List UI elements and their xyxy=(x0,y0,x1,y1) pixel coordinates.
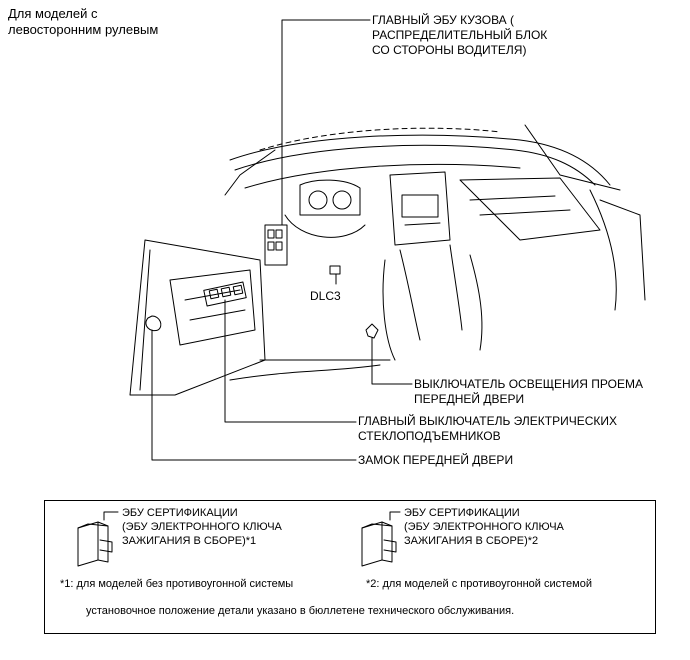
legend-footnote: установочное положение детали указано в … xyxy=(86,605,515,617)
legend-box xyxy=(44,500,656,634)
ecu-label-1: ЭБУ СЕРТИФИКАЦИИ (ЭБУ ЭЛЕКТРОННОГО КЛЮЧА… xyxy=(122,507,282,547)
legend-note-2: *2: для моделей с противоугонной системо… xyxy=(366,578,592,590)
door-courtesy-switch-callout: ВЫКЛЮЧАТЕЛЬ ОСВЕЩЕНИЯ ПРОЕМА ПЕРЕДНЕЙ ДВ… xyxy=(414,377,643,406)
ecu-label-2: ЭБУ СЕРТИФИКАЦИИ (ЭБУ ЭЛЕКТРОННОГО КЛЮЧА… xyxy=(404,507,564,547)
dlc3-callout: DLC3 xyxy=(310,289,341,303)
front-door-lock-callout: ЗАМОК ПЕРЕДНЕЙ ДВЕРИ xyxy=(358,453,514,467)
page-title: Для моделей с левосторонним рулевым xyxy=(8,6,159,37)
main-body-ecu-callout: ГЛАВНЫЙ ЭБУ КУЗОВА ( РАСПРЕДЕЛИТЕЛЬНЫЙ Б… xyxy=(372,13,548,57)
power-window-switch-callout: ГЛАВНЫЙ ВЫКЛЮЧАТЕЛЬ ЭЛЕКТРИЧЕСКИХ СТЕКЛО… xyxy=(358,414,617,443)
legend-note-1: *1: для моделей без противоугонной систе… xyxy=(60,578,294,590)
